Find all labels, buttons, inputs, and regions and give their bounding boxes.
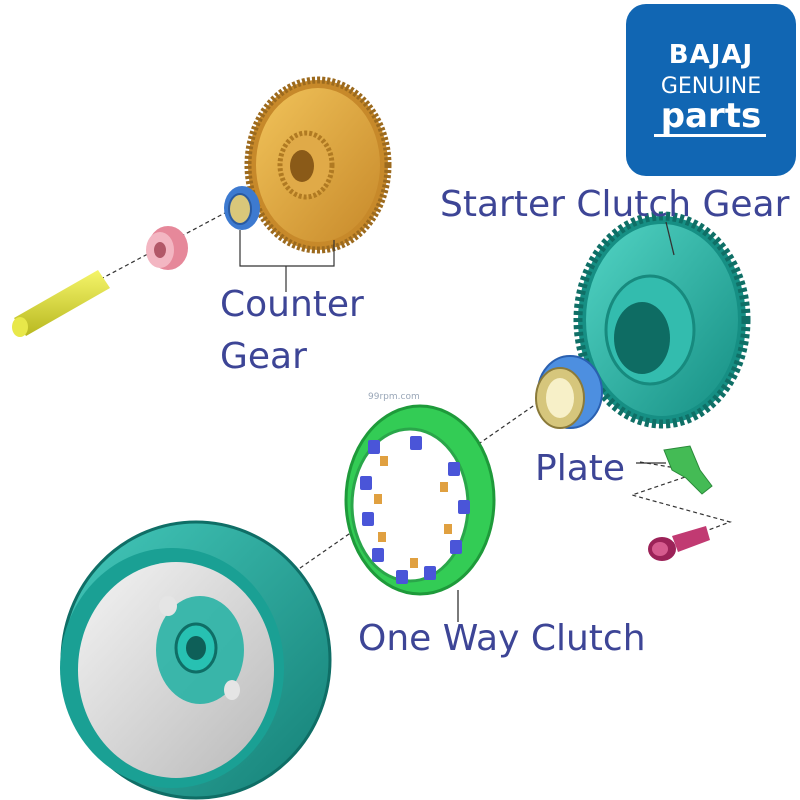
brand-line-1: BAJAJ [668, 40, 754, 70]
clutch-rollers [360, 436, 470, 584]
brand-logo-badge: BAJAJ GENUINE parts [626, 4, 796, 176]
callout-leaders [457, 221, 675, 622]
label-counter-gear-line1: Counter [220, 284, 364, 325]
brand-underline [654, 134, 766, 137]
starter-clutch-rotor [60, 520, 332, 800]
counter-gear-shaft [12, 270, 110, 337]
one-way-clutch [344, 404, 496, 596]
counter-gear-bearing [224, 186, 260, 230]
label-starter-clutch-gear: Starter Clutch Gear [440, 184, 790, 225]
label-one-way-clutch: One Way Clutch [358, 618, 646, 659]
starter-clutch-bearing [535, 355, 603, 429]
spacer-collar [146, 226, 188, 270]
label-plate: Plate [535, 448, 626, 489]
brand-line-2: GENUINE [660, 74, 762, 99]
label-counter-gear-line2: Gear [220, 336, 307, 377]
starter-clutch-gear [573, 211, 751, 429]
counter-gear-bracket [239, 230, 335, 292]
bolt [648, 526, 710, 561]
counter-gear [244, 76, 392, 254]
brand-line-3: parts [660, 96, 762, 136]
watermark-text: 99rpm.com [368, 392, 420, 402]
plate-part [663, 445, 713, 495]
